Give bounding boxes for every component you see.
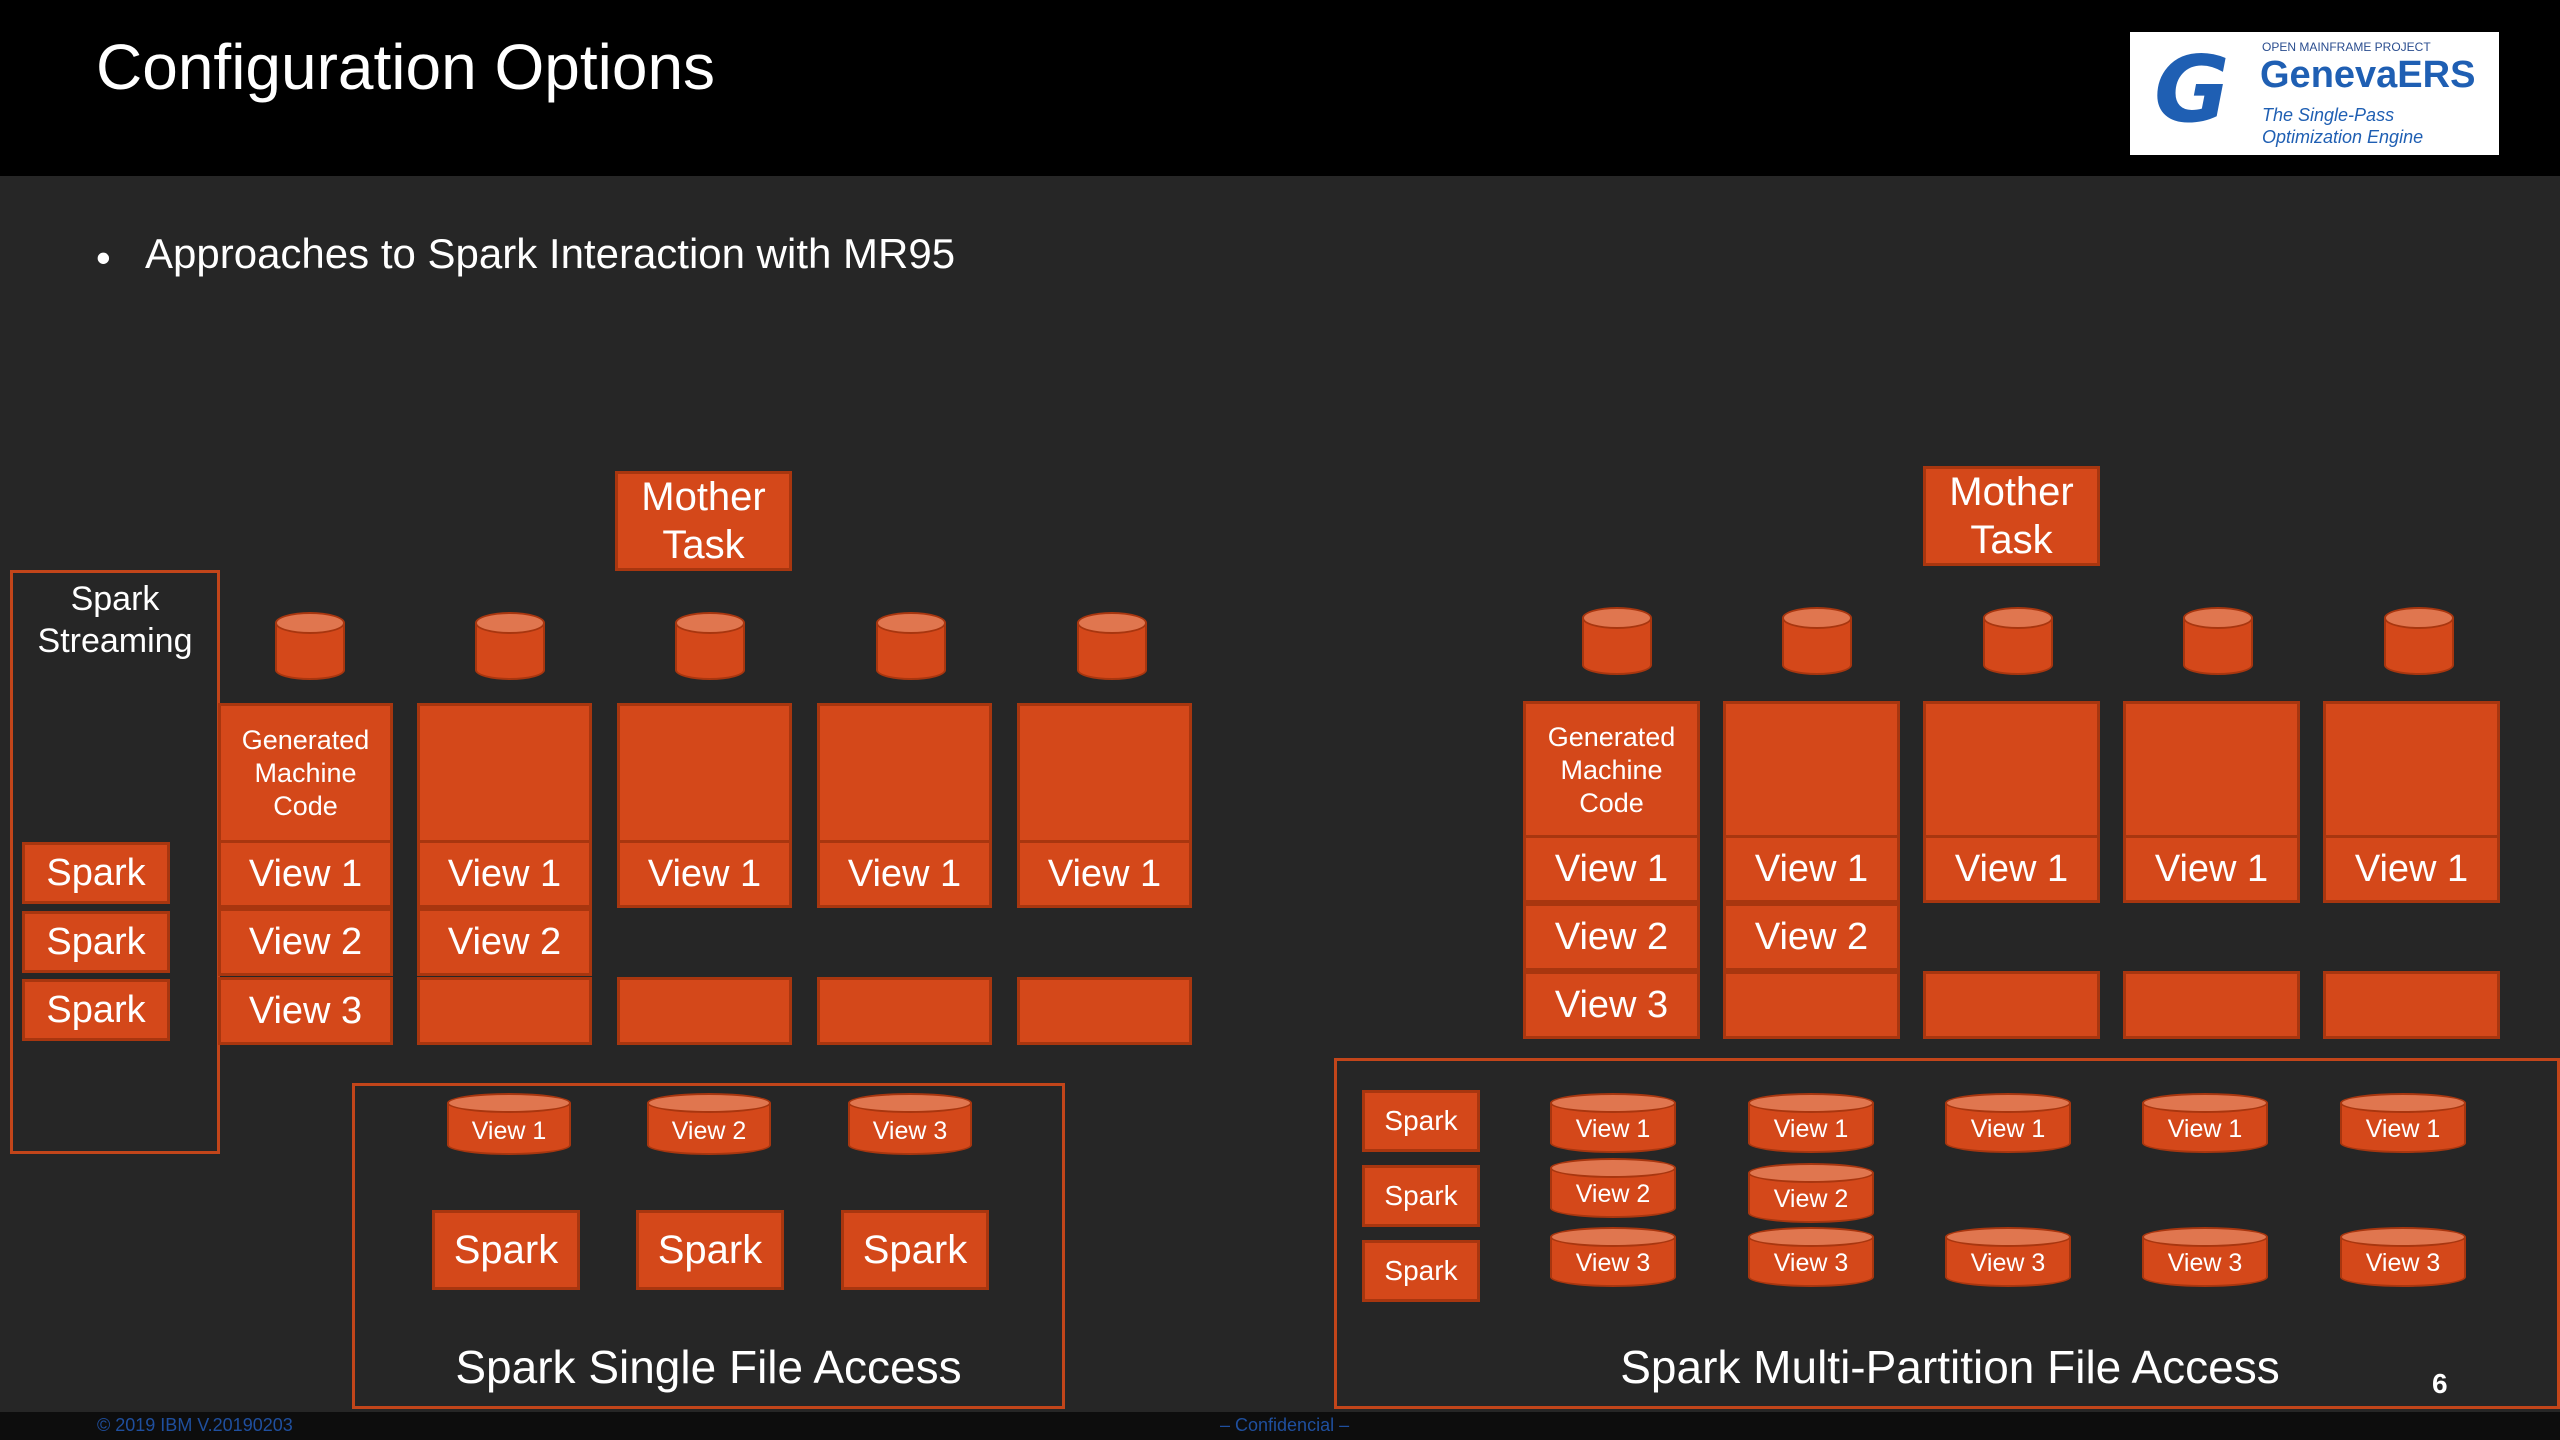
multi-col1-cylinder-view-1: View 1 [1550,1093,1676,1153]
right-col3-empty-slot [1923,971,2100,1039]
single-file-access-container [352,1083,1065,1409]
left-col1-view-3: View 3 [218,977,393,1045]
genevaers-logo: G OPEN MAINFRAME PROJECT GenevaERS The S… [2130,32,2499,155]
right-db-cylinder-2 [1782,607,1852,675]
left-db-cylinder-4 [876,612,946,680]
multi-col5-cylinder-view-3: View 3 [2340,1227,2466,1287]
streaming-spark-1: Spark [22,842,170,904]
left-col4-view-1: View 1 [817,840,992,908]
multi-spark-3: Spark [1362,1240,1480,1302]
right-col3-view-1: View 1 [1923,835,2100,903]
single-file-cylinder-view-1: View 1 [447,1093,571,1155]
multi-col1-cylinder-view-2: View 2 [1550,1158,1676,1218]
streaming-spark-3: Spark [22,979,170,1041]
single-file-spark-2: Spark [636,1210,784,1290]
right-db-cylinder-5 [2384,607,2454,675]
multi-partition-container [1334,1058,2560,1409]
footer-bar [0,1412,2560,1440]
right-col2-view-1: View 1 [1723,835,1900,903]
streaming-spark-2: Spark [22,911,170,973]
right-db-cylinder-4 [2183,607,2253,675]
right-col2-code-box [1723,701,1900,839]
right-col2-empty-slot [1723,971,1900,1039]
left-col3-view-1: View 1 [617,840,792,908]
mother-task-box-right: Mother Task [1923,466,2100,566]
right-col5-view-1: View 1 [2323,835,2500,903]
page-number: 6 [2432,1368,2448,1399]
multi-col2-cylinder-view-1: View 1 [1748,1093,1874,1153]
left-col4-code-box [817,703,992,843]
left-col5-empty-slot [1017,977,1192,1045]
left-col1-view-1: View 1 [218,840,393,908]
multi-col5-cylinder-view-1: View 1 [2340,1093,2466,1153]
right-db-cylinder-3 [1983,607,2053,675]
left-col3-code-box [617,703,792,843]
multi-col3-cylinder-view-3: View 3 [1945,1227,2071,1287]
left-col2-view-2: View 2 [417,908,592,976]
left-col4-empty-slot [817,977,992,1045]
left-col2-code-box [417,703,592,843]
multi-col4-cylinder-view-1: View 1 [2142,1093,2268,1153]
single-file-spark-1: Spark [432,1210,580,1290]
spark-streaming-label: Spark Streaming [37,580,193,660]
left-db-cylinder-1 [275,612,345,680]
right-col4-view-1: View 1 [2123,835,2300,903]
right-col1-view-3: View 3 [1523,971,1700,1039]
right-generated-code-box: Generated Machine Code [1523,701,1700,839]
right-col3-code-box [1923,701,2100,839]
footer-copyright: © 2019 IBM V.20190203 [97,1415,293,1435]
single-file-cylinder-view-3: View 3 [848,1093,972,1155]
multi-partition-caption: Spark Multi-Partition File Access [1620,1341,2280,1393]
slide-title: Configuration Options [96,31,716,103]
bullet-dot: • [96,234,111,281]
multi-spark-2: Spark [1362,1165,1480,1227]
left-db-cylinder-2 [475,612,545,680]
left-col1-view-2: View 2 [218,908,393,976]
left-col2-empty-slot [417,977,592,1045]
multi-col3-cylinder-view-1: View 1 [1945,1093,2071,1153]
multi-col4-cylinder-view-3: View 3 [2142,1227,2268,1287]
left-db-cylinder-3 [675,612,745,680]
left-generated-code-box: Generated Machine Code [218,703,393,843]
multi-spark-1: Spark [1362,1090,1480,1152]
logo-tagline: The Single-Pass Optimization Engine [2262,105,2424,147]
right-col2-view-2: View 2 [1723,903,1900,971]
right-db-cylinder-1 [1582,607,1652,675]
right-col4-empty-slot [2123,971,2300,1039]
left-col2-view-1: View 1 [417,840,592,908]
right-col1-view-2: View 2 [1523,903,1700,971]
logo-top-text: OPEN MAINFRAME PROJECT [2262,40,2431,54]
multi-col2-cylinder-view-3: View 3 [1748,1227,1874,1287]
right-col5-code-box [2323,701,2500,839]
single-file-access-caption: Spark Single File Access [455,1341,962,1393]
right-col4-code-box [2123,701,2300,839]
multi-col2-cylinder-view-2: View 2 [1748,1163,1874,1223]
bullet-text: Approaches to Spark Interaction with MR9… [145,230,956,277]
footer-confidential: – Confidencial – [1220,1415,1350,1435]
left-col5-code-box [1017,703,1192,843]
multi-col1-cylinder-view-3: View 3 [1550,1227,1676,1287]
right-col1-view-1: View 1 [1523,835,1700,903]
left-col5-view-1: View 1 [1017,840,1192,908]
left-db-cylinder-5 [1077,612,1147,680]
right-col5-empty-slot [2323,971,2500,1039]
logo-name: GenevaERS [2260,54,2476,96]
logo-g-icon: G [2154,36,2230,143]
single-file-cylinder-view-2: View 2 [647,1093,771,1155]
left-col3-empty-slot [617,977,792,1045]
single-file-spark-3: Spark [841,1210,989,1290]
mother-task-box-left: Mother Task [615,471,792,571]
